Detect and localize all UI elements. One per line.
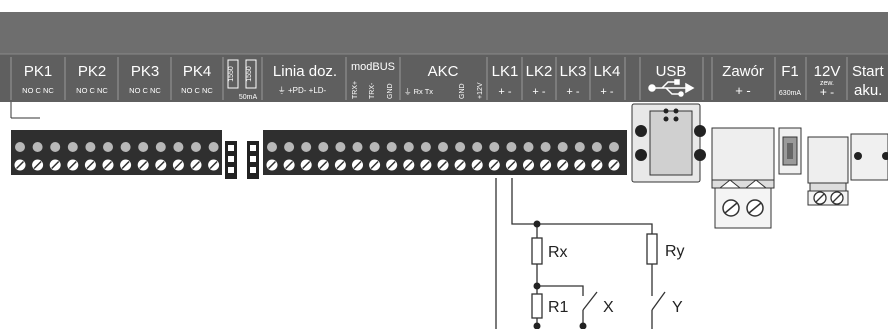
terminal-pin-main-10: [438, 142, 448, 152]
modbus-pin-2: TRX-: [369, 82, 376, 99]
terminal-pin-main-17: [557, 142, 568, 152]
label-lk1: LK1: [492, 63, 519, 80]
v12-connector: [807, 136, 849, 206]
jumper-current: 50mA: [239, 94, 258, 101]
terminal-pin-main-5: [352, 142, 363, 152]
label-pk4: PK4: [183, 63, 211, 80]
jumper-2-label: 1550: [246, 66, 253, 82]
terminal-pin-pk-7: [138, 142, 149, 152]
circuit: [495, 178, 666, 329]
circuit-junctions: [533, 220, 587, 329]
terminal-pin-main-8: [403, 142, 414, 152]
label-rx: Rx: [548, 244, 568, 261]
modbus-pin-3: GND: [387, 83, 394, 99]
terminal-pin-main-9: [420, 142, 431, 152]
akc-pin-gnd: GND: [459, 83, 466, 99]
terminal-pin-pk-9: [173, 142, 184, 152]
label-band: [0, 54, 888, 102]
usb-socket: [631, 103, 706, 183]
terminal-pin-main-7: [386, 142, 397, 152]
label-pk3-sub: NO C NC: [129, 86, 161, 95]
terminal-pin-pk-3: [67, 142, 78, 152]
label-12v-sub2: + -: [820, 85, 834, 99]
terminal-pin-main-2: [301, 142, 312, 152]
terminal-pin-main-0: [267, 142, 277, 152]
label-lk1-sub: + -: [498, 86, 511, 98]
terminal-pin-pk-0: [15, 142, 25, 152]
terminal-pin-pk-5: [103, 142, 113, 152]
terminal-pin-pk-11: [208, 142, 219, 152]
label-akc: AKC: [428, 63, 459, 80]
label-pk1: PK1: [24, 63, 52, 80]
terminal-pin-main-20: [609, 142, 619, 152]
jumper-1-label: 1550: [228, 66, 235, 82]
terminal-block-pk: [11, 130, 222, 175]
terminal-pin-pk-1: [32, 142, 43, 152]
label-lk4-sub: + -: [600, 86, 613, 98]
header-labels: PK1 NO C NC PK2 NO C NC PK3 NO C NC PK4 …: [22, 59, 885, 101]
label-start-sub: aku.: [854, 82, 882, 99]
zawor-connector: [711, 127, 775, 229]
label-lk3: LK3: [560, 63, 587, 80]
label-pk2: PK2: [78, 63, 106, 80]
label-modbus: modBUS: [351, 61, 395, 73]
label-fuse-sub: 630mA: [779, 90, 802, 97]
terminal-pin-main-13: [489, 142, 500, 152]
label-start: Start: [852, 63, 885, 80]
terminal-pin-main-14: [506, 142, 517, 152]
label-zawor-sub: + -: [735, 83, 751, 98]
start-aku-connector: [850, 133, 888, 181]
terminal-pin-main-19: [591, 142, 602, 152]
terminal-pin-pk-4: [85, 142, 96, 152]
fuse-holder: [778, 127, 802, 175]
label-12v: 12V: [814, 63, 841, 80]
terminal-pin-pk-2: [50, 142, 61, 152]
terminal-pin-main-16: [540, 142, 551, 152]
terminal-pin-main-18: [574, 142, 585, 152]
label-y: Y: [672, 299, 683, 316]
terminal-pin-main-11: [455, 142, 466, 152]
label-fuse: F1: [781, 63, 799, 80]
terminal-pin-main-15: [523, 142, 534, 152]
label-pk4-sub: NO C NC: [181, 86, 213, 95]
akc-pin-12v: +12V: [477, 82, 484, 99]
modbus-pin-1: TRX+: [352, 81, 359, 99]
label-zawor: Zawór: [722, 63, 764, 80]
label-akc-sub: ⏚ Rx Tx: [404, 87, 433, 96]
resistor-rx: [531, 237, 543, 265]
usb-icon: [648, 79, 695, 97]
terminal-pin-pk-10: [191, 142, 201, 152]
terminal-pin-pk-8: [155, 142, 166, 152]
terminal-pin-main-12: [472, 142, 483, 152]
label-pk2-sub: NO C NC: [76, 86, 108, 95]
label-pk3: PK3: [131, 63, 159, 80]
board-top: [0, 12, 888, 54]
label-usb: USB: [656, 63, 687, 80]
label-ry: Ry: [665, 243, 685, 260]
label-x: X: [603, 299, 614, 316]
label-12v-sub1: zew.: [820, 80, 834, 87]
terminal-pin-main-1: [284, 142, 295, 152]
label-lk2: LK2: [526, 63, 553, 80]
terminal-pin-main-4: [335, 142, 346, 152]
label-separators: [10, 57, 848, 100]
label-linia: Linia doz.: [273, 63, 337, 80]
label-lk4: LK4: [594, 63, 621, 80]
resistor-r1: [531, 293, 543, 319]
terminal-pin-main-6: [369, 142, 380, 152]
terminal-pin-main-3: [318, 142, 329, 152]
switch-x: [582, 291, 598, 311]
label-lk3-sub: + -: [566, 86, 579, 98]
terminal-strip: [11, 130, 627, 179]
label-pk1-sub: NO C NC: [22, 86, 54, 95]
label-lk2-sub: + -: [532, 86, 545, 98]
label-r1: R1: [548, 299, 569, 316]
terminal-pin-pk-6: [120, 142, 131, 152]
resistor-ry: [646, 233, 658, 265]
switch-y: [651, 291, 666, 311]
label-linia-sub: ⏚ +PD- +LD-: [278, 86, 327, 95]
